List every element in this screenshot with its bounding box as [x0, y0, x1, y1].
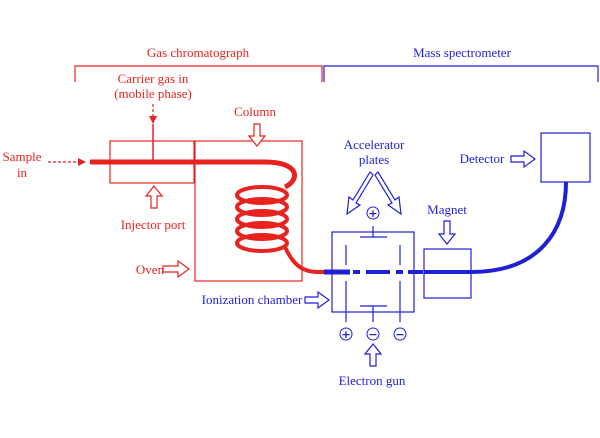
sample-tube — [90, 159, 297, 190]
sample-in-arrow — [48, 158, 86, 166]
bottom-minus-symbol-right: − — [393, 327, 407, 341]
sample-in-label: Sample — [3, 149, 42, 164]
detector-label: Detector — [460, 151, 505, 166]
detector-arrow — [510, 149, 537, 169]
accelerator-plates — [345, 226, 401, 322]
top-plus-text: + — [368, 207, 377, 220]
gc-section-title: Gas chromatograph — [147, 45, 250, 60]
magnet-arrow — [437, 220, 457, 245]
carrier-gas-label: Carrier gas in — [118, 71, 189, 86]
magnet-label: Magnet — [427, 202, 467, 217]
electron-gun-arrow — [363, 343, 383, 367]
bottom-minus-text-right: − — [395, 328, 404, 341]
oven-box — [194, 140, 303, 282]
gc-section-bracket — [74, 65, 323, 82]
electron-gun-label: Electron gun — [339, 373, 406, 388]
injector-port-arrow — [144, 185, 164, 209]
oven-label: Oven — [136, 262, 165, 277]
top-plus-symbol — [366, 206, 380, 220]
ms-section-title: Mass spectrometer — [413, 45, 512, 60]
accelerator-plates-label-line2: plates — [359, 152, 389, 167]
ionization-chamber-arrow — [304, 290, 331, 310]
accelerator-plates-label: Accelerator — [344, 137, 405, 152]
coiled-column — [235, 185, 324, 274]
ionization-chamber-label: Ionization chamber — [202, 292, 303, 307]
bottom-plus-text: + — [341, 328, 350, 341]
column-label: Column — [234, 104, 276, 119]
bottom-minus-text-center: − — [368, 328, 377, 341]
carrier-gas-arrow — [149, 104, 157, 160]
column-arrow — [247, 123, 267, 147]
detector-tube — [470, 181, 568, 274]
accelerator-arrows — [346, 171, 402, 216]
ms-section-bracket — [323, 65, 599, 82]
bottom-minus-symbol-center: − — [366, 327, 380, 341]
detector-box — [540, 132, 591, 183]
sample-in-label-line2: in — [17, 165, 28, 180]
carrier-gas-label-line2: (mobile phase) — [114, 86, 192, 101]
injector-port-label: Injector port — [121, 217, 186, 232]
oven-arrow — [162, 259, 191, 279]
bottom-plus-symbol: + — [339, 327, 353, 341]
